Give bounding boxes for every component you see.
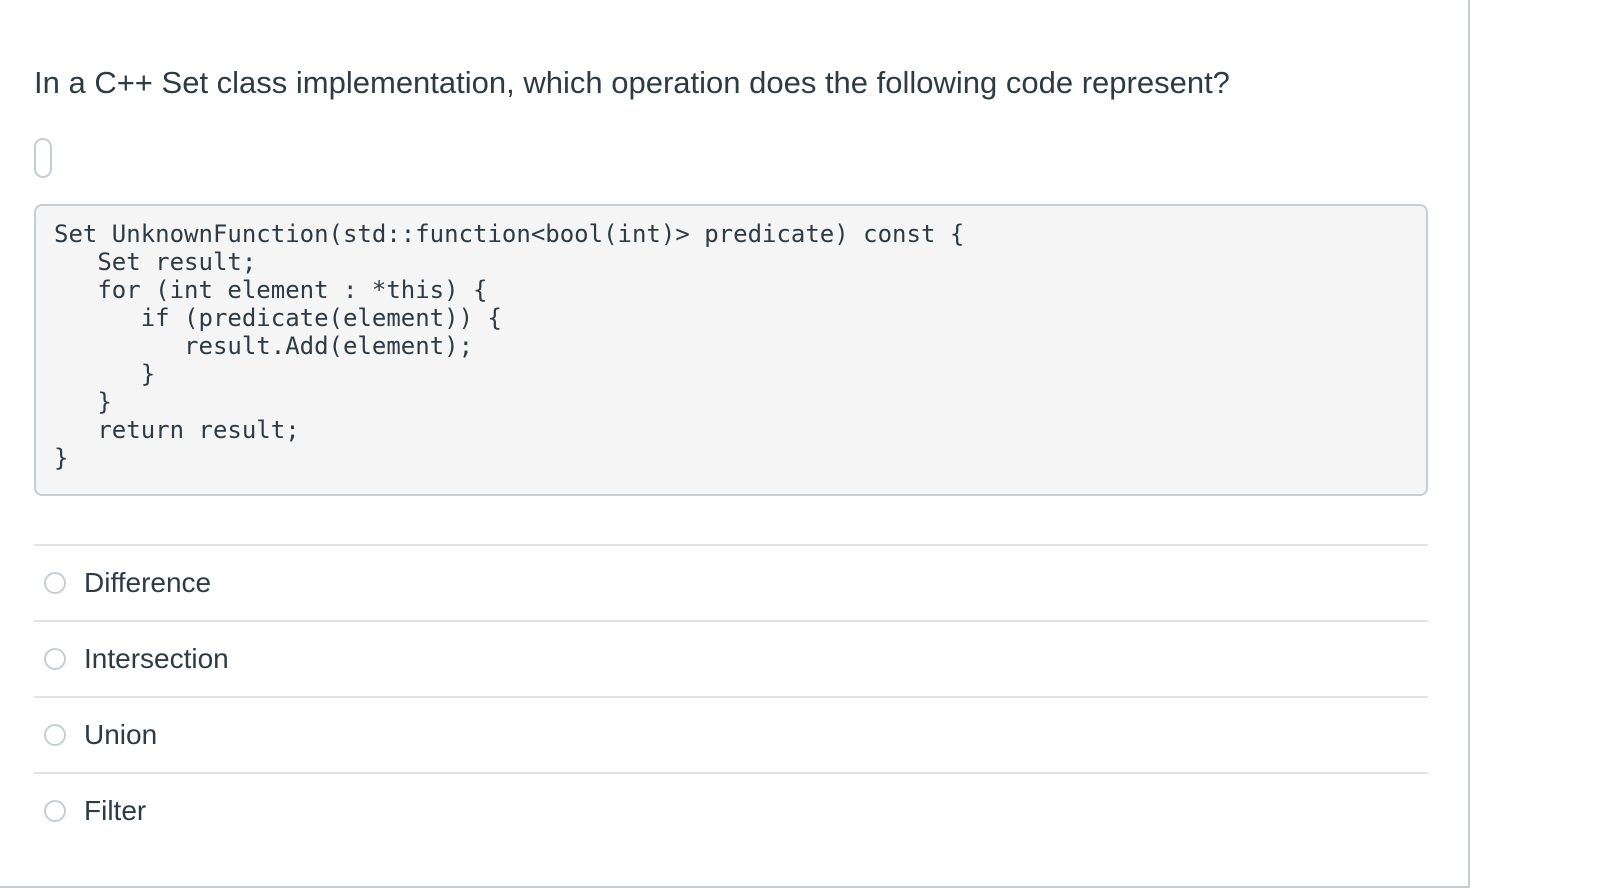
code-line: if (predicate(element)) { bbox=[54, 304, 502, 332]
code-line: result.Add(element); bbox=[54, 332, 474, 360]
code-line: return result; bbox=[54, 416, 300, 444]
answer-label: Filter bbox=[84, 795, 147, 826]
answer-label: Union bbox=[84, 719, 158, 750]
answer-list: Difference Intersection Union Filter bbox=[34, 544, 1428, 848]
code-line: Set UnknownFunction(std::function<bool(i… bbox=[54, 220, 965, 248]
question-panel: In a C++ Set class implementation, which… bbox=[0, 0, 1470, 888]
answer-option-difference[interactable]: Difference bbox=[34, 544, 1428, 620]
code-line: } bbox=[54, 388, 112, 416]
radio-button[interactable] bbox=[44, 724, 66, 746]
radio-button[interactable] bbox=[44, 648, 66, 670]
answer-label: Intersection bbox=[84, 643, 229, 674]
answer-option-filter[interactable]: Filter bbox=[34, 772, 1428, 848]
radio-button[interactable] bbox=[44, 572, 66, 594]
answer-label: Difference bbox=[84, 567, 212, 598]
code-line: } bbox=[54, 444, 69, 472]
question-text: In a C++ Set class implementation, which… bbox=[34, 65, 1230, 100]
code-line: } bbox=[54, 360, 156, 388]
answer-option-intersection[interactable]: Intersection bbox=[34, 620, 1428, 696]
blank-input-field[interactable] bbox=[34, 138, 52, 178]
code-block: Set UnknownFunction(std::function<bool(i… bbox=[34, 204, 1428, 496]
answer-option-union[interactable]: Union bbox=[34, 696, 1428, 772]
code-line: Set result; bbox=[54, 248, 257, 276]
radio-button[interactable] bbox=[44, 800, 66, 822]
code-line: for (int element : *this) { bbox=[54, 276, 488, 304]
